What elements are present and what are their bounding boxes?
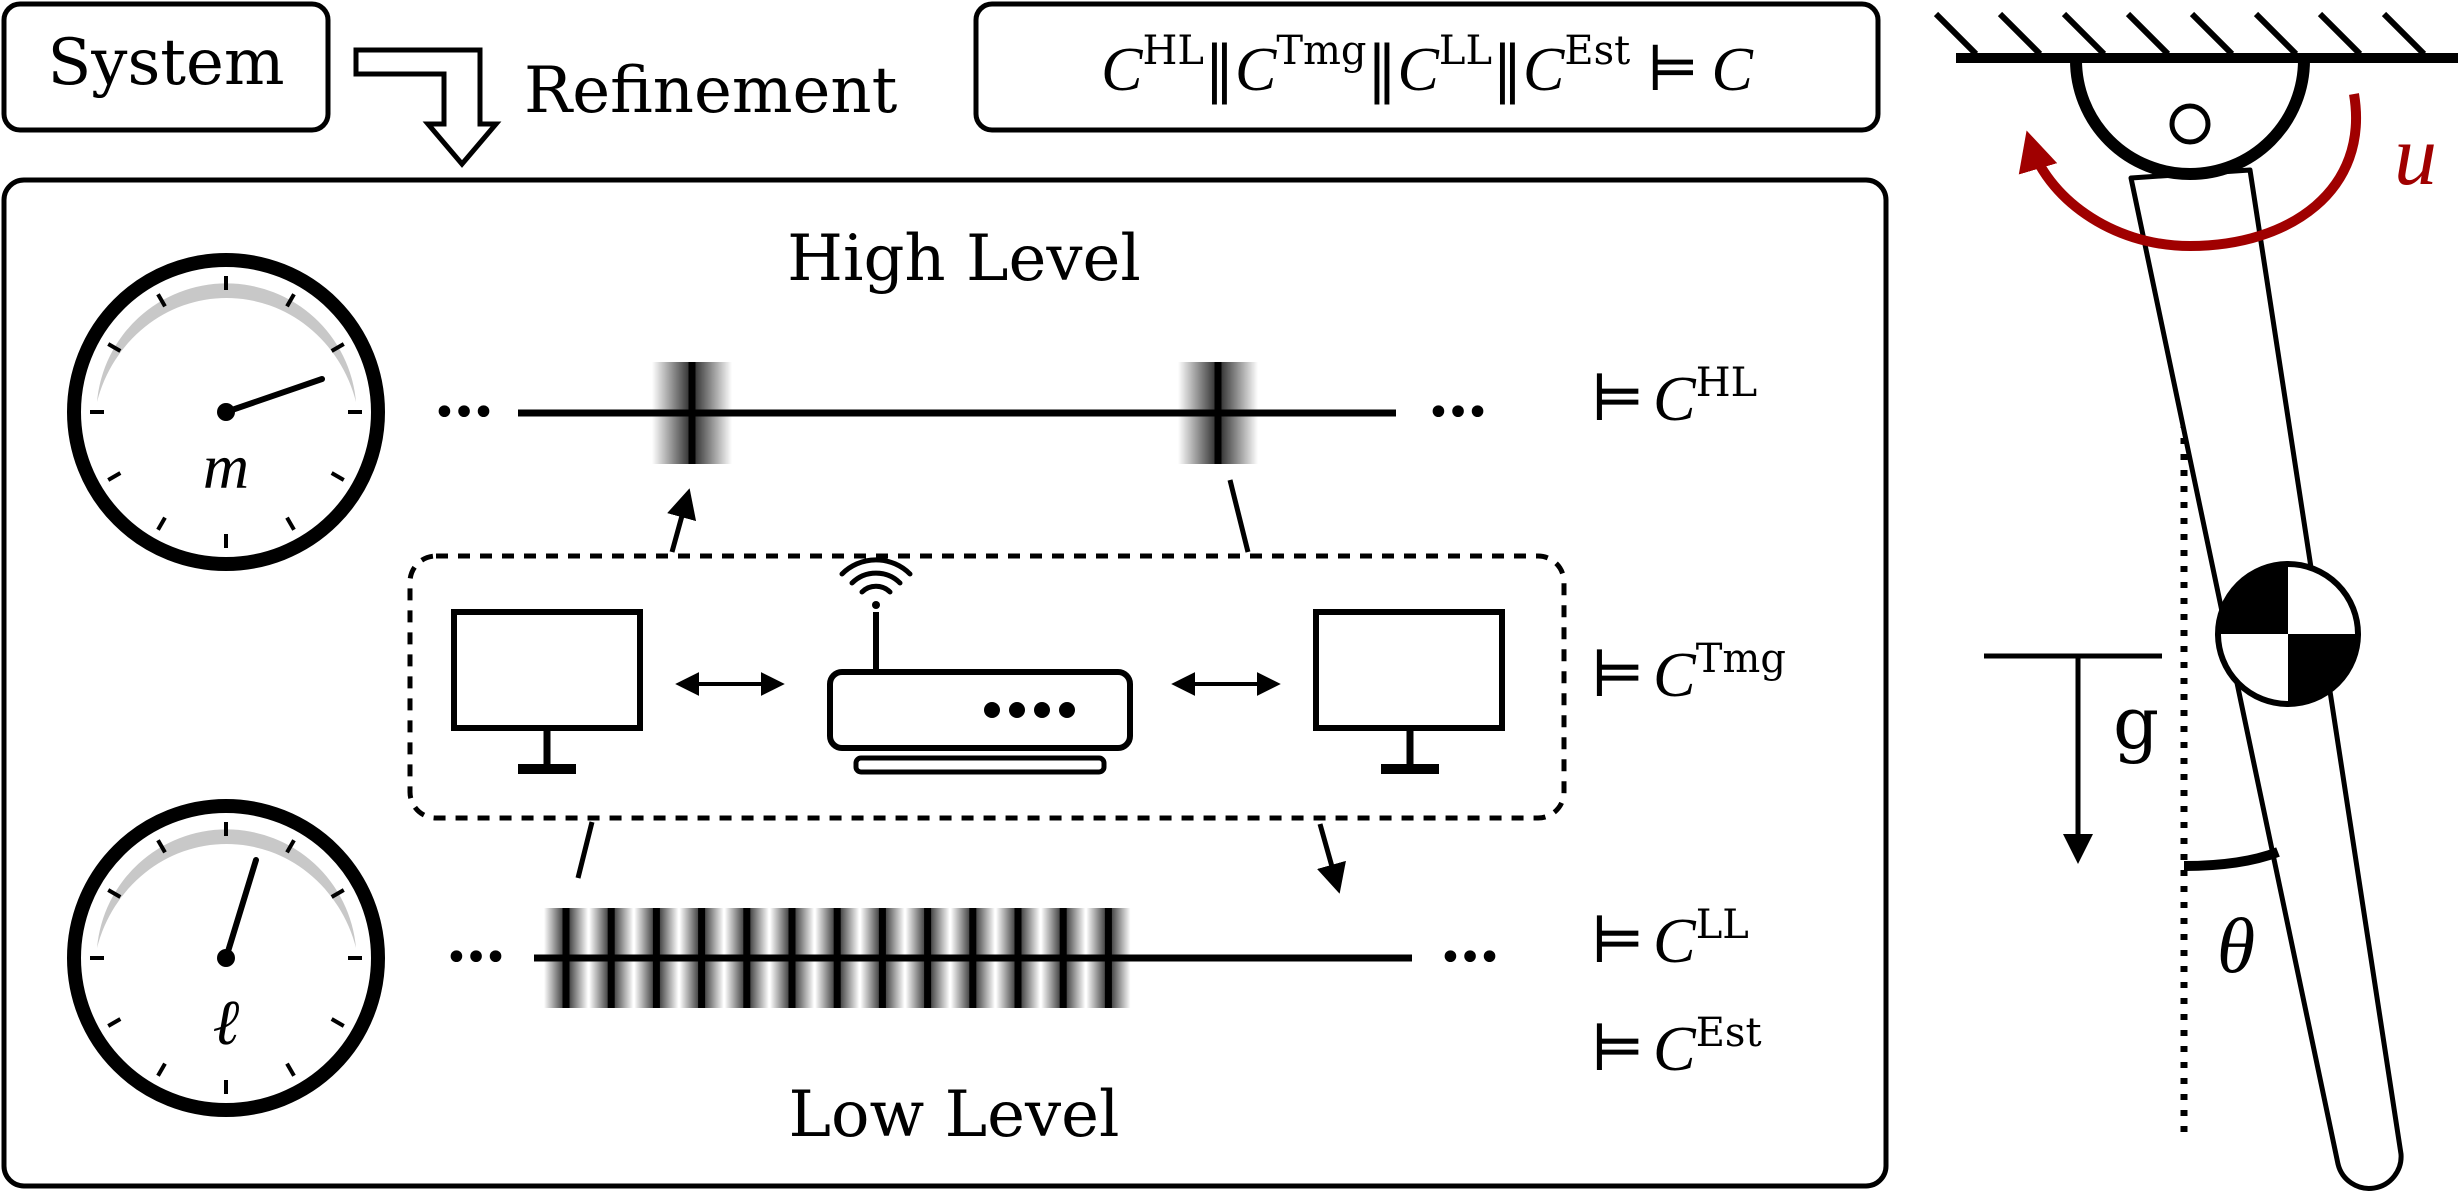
ceiling-hatch (1933, 11, 1979, 57)
contract-ll: ⊨CLL (1590, 902, 1749, 978)
clock-tick (107, 342, 122, 353)
gravity-label: g (2113, 681, 2159, 765)
clock-tick (156, 839, 167, 854)
high-ellipsis-left: ••• (433, 390, 492, 436)
clock-tick (285, 293, 296, 308)
clock-tick (107, 888, 122, 899)
clock-tick (107, 471, 122, 482)
gravity-indicator (1984, 653, 2162, 864)
ceiling-hatch (2061, 11, 2107, 57)
timing-network-box (407, 553, 1567, 821)
clock-tick (156, 516, 167, 531)
contract-hl: ⊨CHL (1590, 360, 1757, 436)
contract-tmg: ⊨CTmg (1590, 636, 1786, 712)
pivot (2070, 59, 2310, 180)
low-level-title: Low Level (788, 1078, 1119, 1152)
clock-tick (285, 1062, 296, 1077)
clock-tick (156, 293, 167, 308)
refinement-arrow-icon (353, 47, 502, 168)
clock-tick (156, 1062, 167, 1077)
monitor-icon (451, 609, 643, 774)
router-icon (827, 612, 1133, 775)
clock-tick (285, 839, 296, 854)
clock-tick (330, 1017, 345, 1028)
refinement-label: Refinement (524, 54, 898, 128)
high-sample-tick (1178, 362, 1258, 464)
input-label: u (2394, 107, 2437, 203)
clock-tick (107, 1017, 122, 1028)
low-clock-label: ℓ (213, 987, 240, 1058)
clock-tick (330, 342, 345, 353)
sample-to-high-arrow (667, 488, 697, 553)
clock-tick (330, 888, 345, 899)
ceiling-hatch (2189, 11, 2235, 57)
high-sample-tick (652, 362, 732, 464)
ceiling-hatch (2125, 11, 2171, 57)
ceiling-hatch (2317, 11, 2363, 57)
wifi-icon (839, 557, 913, 609)
system-box: System (1, 1, 331, 133)
angle-label: θ (2217, 902, 2255, 989)
ceiling-hatch (1997, 11, 2043, 57)
composition-box: CHL‖CTmg‖CLL‖CEst⊨C (973, 1, 1881, 133)
high-to-network-line (1227, 479, 1251, 553)
ceiling-hatch (2253, 11, 2299, 57)
angle-arc (2183, 847, 2280, 871)
high-level-title: High Level (787, 222, 1141, 296)
clock-tick (285, 516, 296, 531)
input-torque-arrow (2018, 93, 2361, 252)
composition-formula: CHL‖CTmg‖CLL‖CEst⊨C (1101, 28, 1753, 105)
high-ellipsis-right: ••• (1427, 390, 1486, 436)
monitor-icon (1313, 609, 1505, 774)
system-label: System (47, 26, 284, 100)
center-of-mass-icon (2215, 561, 2361, 707)
contract-est: ⊨CEst (1590, 1010, 1762, 1086)
clock-icon: ℓ (67, 799, 385, 1117)
low-ellipsis-right: ••• (1439, 935, 1498, 981)
clock-icon: m (67, 253, 385, 571)
low-ellipsis-left: ••• (445, 935, 504, 981)
low-to-network-line (575, 821, 595, 879)
network-to-low-arrow (1317, 823, 1346, 894)
clock-tick (330, 471, 345, 482)
low-sample-ticks (544, 908, 1131, 1008)
ceiling-hatch (2381, 11, 2427, 57)
high-clock-label: m (203, 431, 249, 502)
ceiling (1933, 11, 2458, 63)
